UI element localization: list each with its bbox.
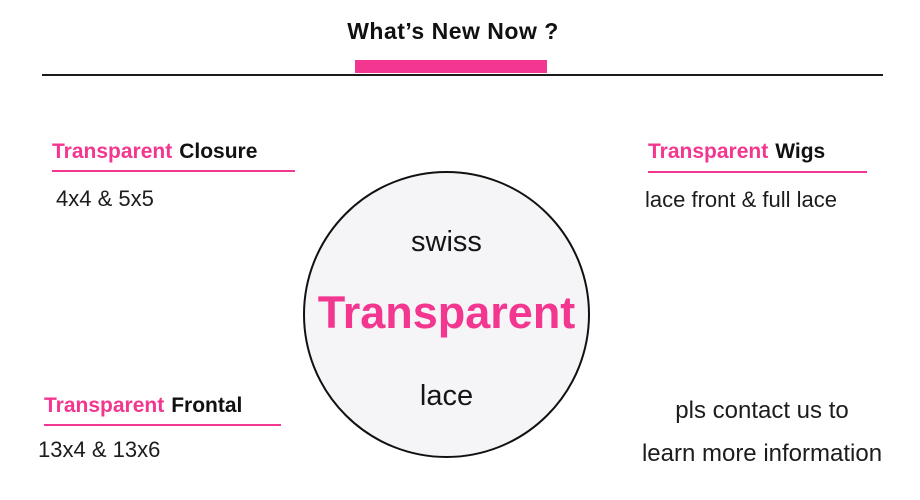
contact-note: pls contact us to learn more information [605, 389, 919, 475]
contact-note-line2: learn more information [641, 440, 883, 467]
contact-note-line1: pls contact us to [675, 397, 849, 424]
frontal-header-rest: Frontal [171, 394, 243, 417]
wigs-section-underline [648, 171, 867, 173]
wigs-header-rest: Wigs [775, 140, 826, 163]
closure-header-highlight: Transparent [52, 140, 173, 163]
circle-word-transparent: Transparent [317, 287, 576, 338]
wigs-header-highlight: Transparent [648, 140, 769, 163]
frontal-section-underline [44, 424, 281, 426]
frontal-section-header: Transparent Frontal [44, 394, 242, 418]
frontal-sizes-text: 13x4 & 13x6 [38, 437, 161, 462]
circle-word-lace: lace [419, 380, 474, 412]
closure-header-rest: Closure [179, 140, 258, 163]
page-title: What’s New Now ? [347, 18, 559, 44]
closure-sizes-text: 4x4 & 5x5 [56, 186, 154, 211]
frontal-header-highlight: Transparent [44, 394, 165, 417]
lace-circle-badge: swiss Transparent lace [303, 171, 590, 458]
wigs-types-text: lace front & full lace [645, 187, 837, 212]
title-accent-bar [355, 60, 547, 73]
wigs-section-header: Transparent Wigs [648, 140, 825, 164]
closure-section-underline [52, 170, 295, 172]
closure-section-header: Transparent Closure [52, 140, 257, 164]
horizontal-divider [42, 74, 883, 76]
circle-word-swiss: swiss [411, 226, 482, 258]
